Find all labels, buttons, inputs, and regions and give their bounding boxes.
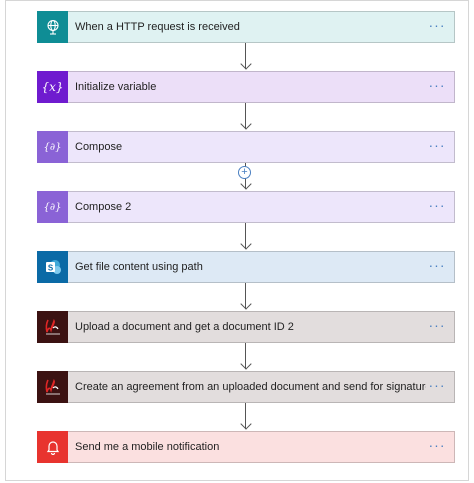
connector-line — [245, 403, 246, 429]
bell-icon — [37, 431, 68, 463]
step-compose-2[interactable]: {∂} Compose 2 ··· — [37, 191, 455, 223]
connector-line — [245, 103, 246, 129]
connector-line — [245, 223, 246, 249]
sharepoint-icon: S — [37, 251, 68, 283]
flow-canvas: When a HTTP request is received ··· {x} … — [5, 0, 469, 481]
step-label: Upload a document and get a document ID … — [75, 321, 294, 333]
more-options-icon[interactable]: ··· — [428, 77, 446, 93]
arrow-down-icon — [239, 418, 252, 430]
step-compose[interactable]: {∂} Compose ··· — [37, 131, 455, 163]
more-options-icon[interactable]: ··· — [428, 317, 446, 333]
step-initialize-variable[interactable]: {x} Initialize variable ··· — [37, 71, 455, 103]
step-label: Create an agreement from an uploaded doc… — [75, 381, 426, 393]
step-upload-document[interactable]: Upload a document and get a document ID … — [37, 311, 455, 343]
variable-icon: {x} — [37, 71, 68, 103]
globe-icon — [37, 11, 68, 43]
step-label: When a HTTP request is received — [75, 21, 240, 33]
more-options-icon[interactable]: ··· — [428, 137, 446, 153]
more-options-icon[interactable]: ··· — [428, 437, 446, 453]
step-create-agreement[interactable]: Create an agreement from an uploaded doc… — [37, 371, 455, 403]
connector-line — [245, 343, 246, 369]
more-options-icon[interactable]: ··· — [428, 257, 446, 273]
more-options-icon[interactable]: ··· — [428, 17, 446, 33]
connector-line — [245, 283, 246, 309]
step-mobile-notification[interactable]: Send me a mobile notification ··· — [37, 431, 455, 463]
more-options-icon[interactable]: ··· — [428, 377, 446, 393]
step-label: Compose 2 — [75, 201, 132, 213]
arrow-down-icon — [239, 238, 252, 250]
step-get-file-content[interactable]: S Get file content using path ··· — [37, 251, 455, 283]
arrow-down-icon — [239, 298, 252, 310]
arrow-down-icon — [239, 58, 252, 70]
step-label: Initialize variable — [75, 81, 157, 93]
arrow-down-icon — [239, 118, 252, 130]
add-step-plus-icon[interactable]: + — [238, 166, 251, 179]
step-http-trigger[interactable]: When a HTTP request is received ··· — [37, 11, 455, 43]
arrow-down-icon — [239, 358, 252, 370]
adobe-sign-icon — [37, 311, 68, 343]
more-options-icon[interactable]: ··· — [428, 197, 446, 213]
svg-text:S: S — [47, 264, 53, 273]
arrow-down-icon — [239, 178, 252, 190]
step-label: Get file content using path — [75, 261, 203, 273]
connector-line — [245, 43, 246, 69]
step-label: Compose — [75, 141, 123, 153]
compose-icon: {∂} — [37, 191, 68, 223]
step-label: Send me a mobile notification — [75, 441, 220, 453]
adobe-sign-icon — [37, 371, 68, 403]
compose-icon: {∂} — [37, 131, 68, 163]
